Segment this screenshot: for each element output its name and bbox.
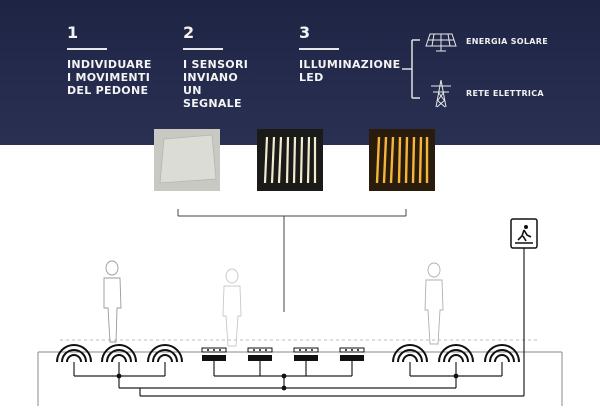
floor-panels [201,347,365,361]
sensor-lamps-left [56,344,183,363]
pedestrian-figure-right [424,262,444,345]
step-3-rule [299,48,339,50]
step-2: 2 I SENSORI INVIANO UN SEGNALE [183,24,248,110]
power-pylon-icon [431,79,451,108]
header-banner [0,0,600,145]
step-3-text: ILLUMINAZIONE LED [299,58,401,84]
step-2-text: I SENSORI INVIANO UN SEGNALE [183,58,249,110]
floor-tile-photo [154,129,220,191]
step-1-text: INDIVIDUARE I MOVIMENTI DEL PEDONE [67,58,152,97]
pedestrian-figure-left [103,260,122,343]
step-3: 3 ILLUMINAZIONE LED [299,24,400,84]
pedestrian-figure-center [222,268,242,347]
step-2-number: 2 [183,23,195,42]
energy-grid-label: RETE ELETTRICA [466,89,544,98]
led-strips-photo [369,129,435,191]
sensor-lamps-right [392,344,520,363]
energy-bracket [402,39,420,99]
step-3-number: 3 [299,23,311,42]
step-1-number: 1 [67,23,79,42]
step-2-rule [183,48,223,50]
step-1-rule [67,48,107,50]
tiles-bracket [177,209,407,312]
wiring-nodes [116,373,459,391]
sensor-strips-photo [257,129,323,191]
step-1: 1 INDIVIDUARE I MOVIMENTI DEL PEDONE [67,24,152,97]
pedestrian-sign-icon [510,218,538,249]
solar-panel-icon [425,33,457,52]
energy-solar-label: ENERGIA SOLARE [466,37,548,46]
